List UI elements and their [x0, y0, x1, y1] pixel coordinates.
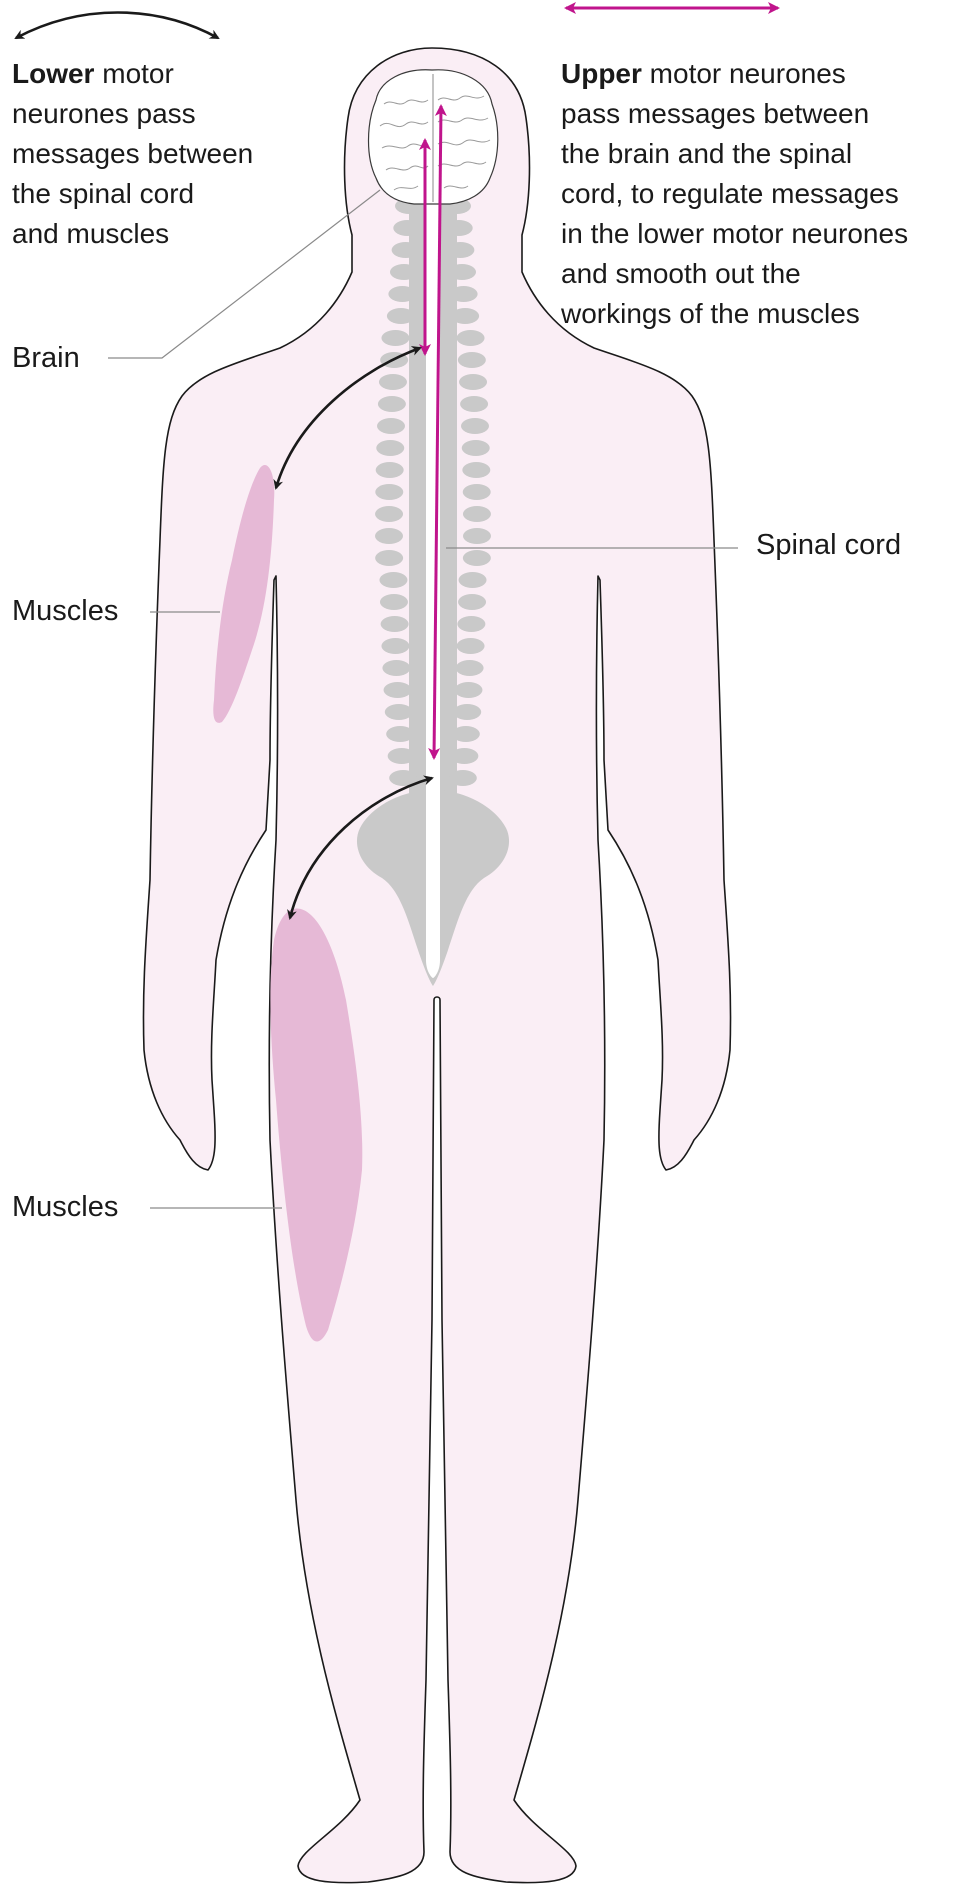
- vertebra-lobe: [450, 748, 478, 764]
- vertebra-lobe: [456, 660, 484, 676]
- legend-upper-bold: Upper: [561, 58, 642, 89]
- vertebra-lobe: [388, 748, 416, 764]
- legend-lower-bold: Lower: [12, 58, 94, 89]
- brain-illustration: [369, 70, 498, 204]
- legend-upper-line-1: motor neurones: [642, 58, 846, 89]
- vertebra-lobe: [376, 440, 404, 456]
- vertebra-lobe: [381, 638, 409, 654]
- vertebra-lobe: [463, 506, 491, 522]
- vertebra-lobe: [375, 506, 403, 522]
- legend-lower-text: Lower motor neurones pass messages betwe…: [12, 54, 253, 254]
- vertebra-lobe: [453, 704, 481, 720]
- vertebra-lobe: [390, 264, 418, 280]
- vertebra-lobe: [445, 220, 473, 236]
- vertebra-lobe: [446, 242, 474, 258]
- arm-muscles-label: Muscles: [12, 594, 118, 628]
- vertebra-lobe: [458, 352, 486, 368]
- leg-muscles-label: Muscles: [12, 1190, 118, 1224]
- vertebra-lobe: [458, 594, 486, 610]
- vertebra-lobe: [388, 286, 416, 302]
- vertebra-lobe: [381, 616, 409, 632]
- legend-lower-arrow: [16, 13, 218, 39]
- legend-upper-text: Upper motor neurones pass messages betwe…: [561, 54, 908, 334]
- vertebra-lobe: [377, 418, 405, 434]
- spinal-cord-label: Spinal cord: [756, 528, 901, 562]
- vertebra-lobe: [375, 528, 403, 544]
- vertebra-lobe: [375, 484, 403, 500]
- legend-upper-line-2: pass messages between: [561, 94, 908, 134]
- vertebra-lobe: [387, 308, 415, 324]
- vertebra-lobe: [462, 440, 490, 456]
- vertebra-lobe: [378, 396, 406, 412]
- vertebra-lobe: [384, 682, 412, 698]
- legend-upper-line-7: workings of the muscles: [561, 294, 908, 334]
- vertebra-lobe: [376, 462, 404, 478]
- vertebra-lobe: [451, 308, 479, 324]
- vertebra-lobe: [380, 594, 408, 610]
- vertebra-lobe: [457, 638, 485, 654]
- vertebra-lobe: [393, 220, 421, 236]
- vertebra-lobe: [457, 330, 485, 346]
- legend-upper-line-4: cord, to regulate messages: [561, 174, 908, 214]
- brain-label: Brain: [12, 341, 80, 375]
- vertebra-lobe: [463, 484, 491, 500]
- vertebra-lobe: [450, 286, 478, 302]
- vertebra-lobe: [459, 572, 487, 588]
- legend-lower-line-4: the spinal cord: [12, 174, 253, 214]
- vertebra-lobe: [379, 572, 407, 588]
- vertebra-lobe: [457, 616, 485, 632]
- vertebra-lobe: [392, 242, 420, 258]
- legend-lower-line-3: messages between: [12, 134, 253, 174]
- vertebra-lobe: [448, 264, 476, 280]
- vertebra-lobe: [379, 374, 407, 390]
- legend-lower-line-1: motor: [94, 58, 173, 89]
- vertebra-lobe: [382, 660, 410, 676]
- vertebra-lobe: [385, 704, 413, 720]
- vertebra-lobe: [461, 418, 489, 434]
- vertebra-lobe: [463, 550, 491, 566]
- legend-lower-line-5: and muscles: [12, 214, 253, 254]
- vertebra-lobe: [449, 770, 477, 786]
- legend-upper-line-6: and smooth out the: [561, 254, 908, 294]
- vertebra-lobe: [386, 726, 414, 742]
- legend-upper-line-3: the brain and the spinal: [561, 134, 908, 174]
- vertebra-lobe: [460, 396, 488, 412]
- vertebra-lobe: [452, 726, 480, 742]
- vertebra-lobe: [375, 550, 403, 566]
- legend-upper-line-5: in the lower motor neurones: [561, 214, 908, 254]
- vertebra-lobe: [462, 462, 490, 478]
- vertebra-lobe: [454, 682, 482, 698]
- legend-lower-line-2: neurones pass: [12, 94, 253, 134]
- vertebra-lobe: [463, 528, 491, 544]
- vertebra-lobe: [459, 374, 487, 390]
- vertebra-lobe: [381, 330, 409, 346]
